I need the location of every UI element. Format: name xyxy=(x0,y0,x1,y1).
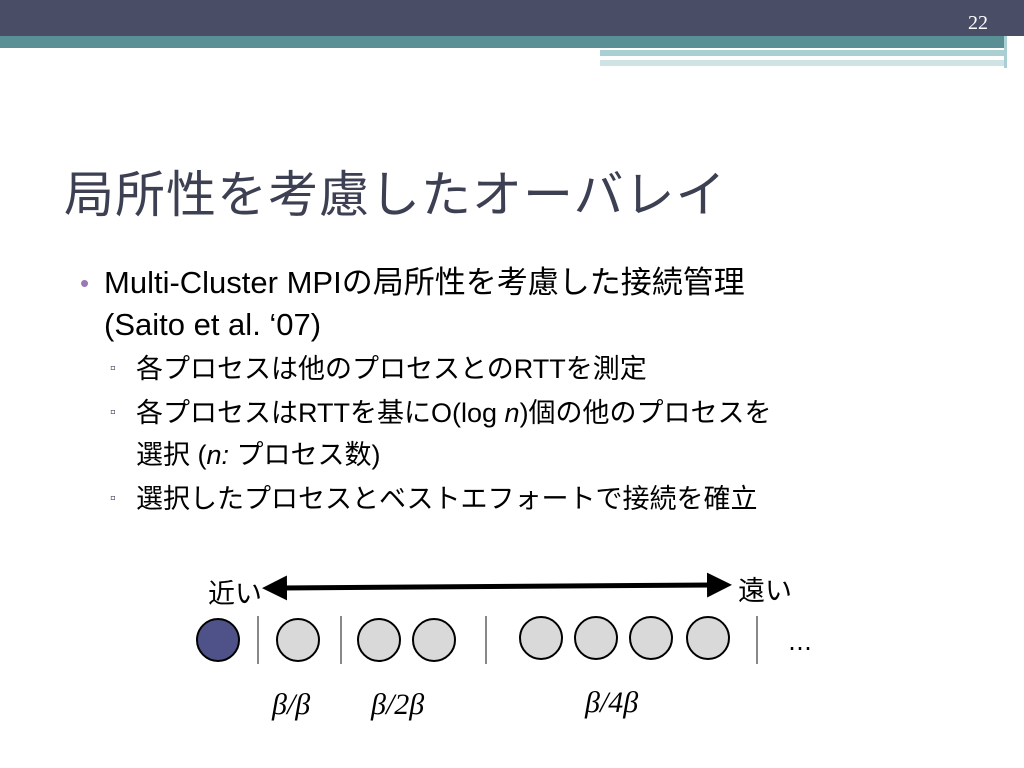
bullet-sub-2-text-a: 各プロセスはRTTを基にO(log xyxy=(136,398,505,428)
bullet-sub-2-n: n xyxy=(504,398,520,428)
bullet-list: • Multi-Cluster MPIの局所性を考慮した接続管理 (Saito … xyxy=(80,262,960,520)
bullet-sub-1-text: 各プロセスは他のプロセスとのRTTを測定 xyxy=(136,354,647,384)
peer-node xyxy=(276,618,320,662)
bullet-sub-3: ▫ 選択したプロセスとベストエフォートで接続を確立 xyxy=(80,478,960,520)
peer-node xyxy=(629,616,673,660)
bullet-dot-icon: • xyxy=(80,268,90,298)
bullet-square-icon: ▫ xyxy=(110,360,116,377)
peer-node xyxy=(357,618,401,662)
header-stripe xyxy=(600,50,1004,56)
bullet-sub-1: ▫ 各プロセスは他のプロセスとのRTTを測定 xyxy=(80,348,960,390)
peer-node xyxy=(686,616,730,660)
slide-title: 局所性を考慮したオーバレイ xyxy=(64,166,727,224)
distance-arrow xyxy=(262,572,732,601)
self-node xyxy=(196,618,240,662)
slide-number: 22 xyxy=(968,12,988,34)
bullet-main: • Multi-Cluster MPIの局所性を考慮した接続管理 (Saito … xyxy=(80,262,960,346)
bullet-square-icon: ▫ xyxy=(110,404,116,421)
group-label-1: β/β xyxy=(271,688,310,721)
bullet-sub-2-text-c: 選択 ( xyxy=(136,440,207,470)
bullet-sub-2-text-b: )個の他のプロセスを xyxy=(519,398,772,428)
far-label: 遠い xyxy=(738,576,792,607)
peer-node xyxy=(519,616,563,660)
bullet-square-icon: ▫ xyxy=(110,490,116,507)
bullet-sub-2: ▫ 各プロセスはRTTを基にO(log n)個の他のプロセスを 選択 (n: プ… xyxy=(80,392,960,476)
bullet-sub-3-text: 選択したプロセスとベストエフォートで接続を確立 xyxy=(136,484,758,514)
bullet-main-text: Multi-Cluster MPIの局所性を考慮した接続管理 xyxy=(104,265,745,300)
bullet-sub-2-n-def: n: xyxy=(206,440,230,470)
peer-node xyxy=(574,616,618,660)
peer-node xyxy=(412,618,456,662)
ellipsis: … xyxy=(788,628,812,656)
near-label: 近い xyxy=(208,579,262,610)
group-label-2: β/2β xyxy=(370,688,424,721)
header-band xyxy=(0,0,1024,36)
header-stripe xyxy=(1004,36,1007,68)
group-label-3: β/4β xyxy=(584,686,638,719)
bullet-sub-2-text-e: プロセス数) xyxy=(229,440,381,470)
header-stripe xyxy=(0,36,1004,48)
header-stripe xyxy=(600,60,1004,66)
bullet-main-citation: (Saito et al. ‘07) xyxy=(104,307,322,342)
